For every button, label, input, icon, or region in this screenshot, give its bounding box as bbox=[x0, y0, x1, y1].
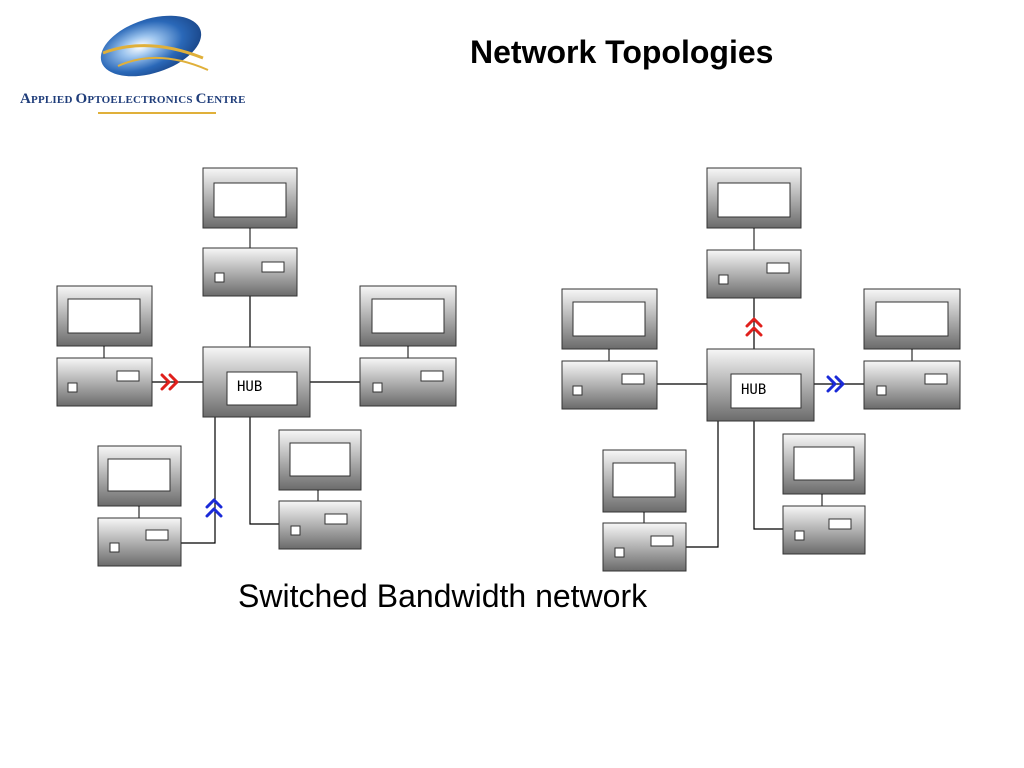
cable bbox=[686, 421, 719, 548]
system-unit bbox=[863, 360, 961, 410]
drive-slot bbox=[766, 262, 790, 274]
monitor-screen bbox=[107, 458, 171, 492]
logo-text-part: PPLIED bbox=[31, 94, 76, 106]
system-unit bbox=[602, 522, 687, 572]
swoosh-line bbox=[117, 57, 209, 71]
monitor-screen bbox=[572, 301, 646, 337]
drive-slot bbox=[650, 535, 674, 547]
double-chevron-right-icon bbox=[826, 375, 845, 393]
logo-underline bbox=[98, 112, 216, 114]
hub-label: HUB bbox=[741, 382, 766, 398]
logo-graphic bbox=[100, 15, 209, 77]
logo-organization-name: APPLIED OPTOELECTRONICS CENTRE bbox=[20, 90, 246, 108]
monitor-screen bbox=[371, 298, 445, 334]
drive-slot bbox=[828, 518, 852, 530]
hub-label: HUB bbox=[237, 379, 262, 395]
system-unit bbox=[278, 500, 362, 550]
power-button bbox=[214, 272, 225, 283]
cable bbox=[753, 421, 783, 530]
page-title: Network Topologies bbox=[470, 34, 774, 70]
computer bbox=[863, 288, 961, 410]
monitor-screen bbox=[793, 446, 855, 481]
system-unit bbox=[561, 360, 658, 410]
cable-lines bbox=[657, 298, 864, 548]
double-chevron-up-icon bbox=[205, 498, 223, 518]
hub: HUB bbox=[202, 346, 311, 418]
power-button bbox=[572, 385, 583, 396]
monitor-screen bbox=[717, 182, 791, 218]
computer bbox=[202, 167, 298, 297]
power-button bbox=[794, 530, 805, 541]
power-button bbox=[67, 382, 78, 393]
logo-text-part: A bbox=[20, 91, 32, 107]
hub-label-panel bbox=[730, 373, 802, 409]
power-button bbox=[876, 385, 887, 396]
system-unit bbox=[782, 505, 866, 555]
drive-slot bbox=[324, 513, 348, 525]
logo-text-part: PTOELECTRONICS bbox=[87, 94, 196, 106]
logo-text-part: O bbox=[75, 91, 88, 107]
drive-slot bbox=[924, 373, 948, 385]
hub: HUB bbox=[706, 348, 815, 422]
logo-text-part: ENTRE bbox=[206, 94, 246, 106]
power-button bbox=[614, 547, 625, 558]
power-button bbox=[109, 542, 120, 553]
computer bbox=[706, 167, 802, 299]
topology-right: HUB bbox=[561, 167, 961, 572]
computer bbox=[56, 285, 153, 407]
drive-slot bbox=[621, 373, 645, 385]
computer bbox=[97, 445, 182, 567]
system-unit bbox=[56, 357, 153, 407]
computer bbox=[278, 429, 362, 550]
monitor-screen bbox=[875, 301, 949, 337]
double-chevron-right-icon bbox=[160, 373, 179, 391]
system-unit bbox=[706, 249, 802, 299]
system-unit bbox=[97, 517, 182, 567]
drive-slot bbox=[261, 261, 285, 273]
hub-label-panel bbox=[226, 371, 298, 406]
computer bbox=[782, 433, 866, 555]
swoosh-line bbox=[102, 44, 204, 60]
cable-lines bbox=[152, 296, 360, 544]
power-button bbox=[290, 525, 301, 536]
double-chevron-up-icon bbox=[745, 317, 763, 337]
monitor-screen bbox=[67, 298, 141, 334]
computer bbox=[602, 449, 687, 572]
drive-slot bbox=[116, 370, 140, 382]
cable bbox=[249, 417, 279, 525]
system-unit bbox=[359, 357, 457, 407]
computer bbox=[561, 288, 658, 410]
cable bbox=[181, 417, 216, 544]
drive-slot bbox=[420, 370, 444, 382]
monitor-screen bbox=[612, 462, 676, 498]
topology-left: HUB bbox=[56, 167, 457, 567]
monitor-screen bbox=[289, 442, 351, 477]
computer bbox=[359, 285, 457, 407]
diagram-caption: Switched Bandwidth network bbox=[238, 578, 648, 614]
power-button bbox=[718, 274, 729, 285]
monitor-screen bbox=[213, 182, 287, 218]
company-logo: APPLIED OPTOELECTRONICS CENTRE bbox=[8, 8, 298, 118]
drive-slot bbox=[145, 529, 169, 541]
logo-text-part: C bbox=[195, 91, 207, 107]
power-button bbox=[372, 382, 383, 393]
